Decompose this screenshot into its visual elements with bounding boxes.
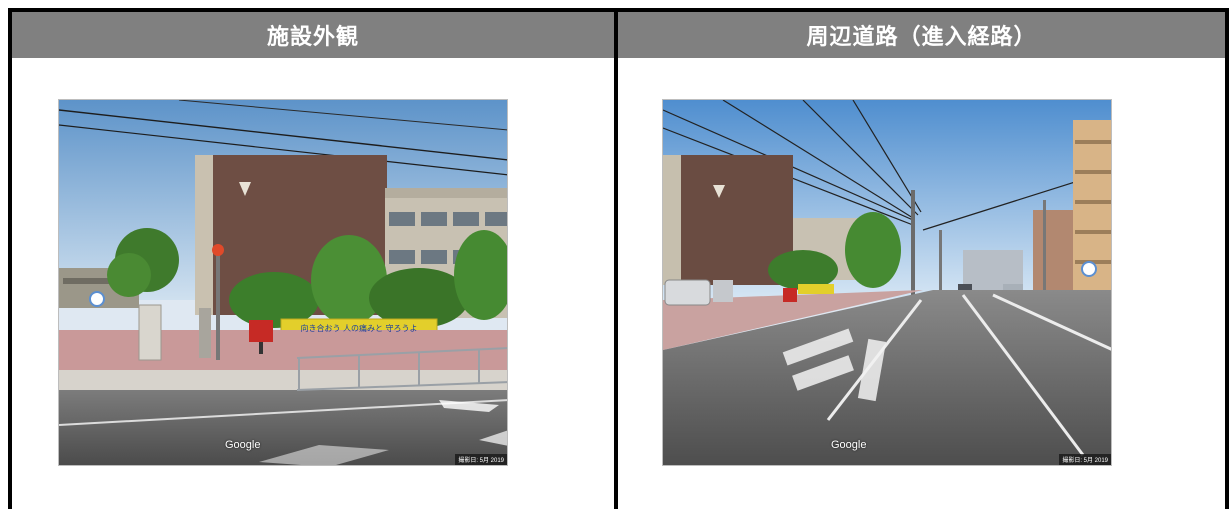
- approach-route-column: 周辺道路（進入経路）: [618, 12, 1225, 509]
- facility-exterior-column: 施設外観: [12, 12, 618, 509]
- google-watermark: Google: [831, 439, 867, 451]
- approach-route-header: 周辺道路（進入経路）: [618, 12, 1225, 58]
- google-watermark: Google: [225, 439, 261, 451]
- road-image: [663, 100, 1111, 465]
- capture-date-strip: 撮影日: 5月 2019: [1059, 454, 1111, 465]
- capture-date-strip: 撮影日: 5月 2019: [455, 454, 507, 465]
- school-building-image: [59, 100, 507, 465]
- facility-exterior-header: 施設外観: [12, 12, 614, 58]
- school-banner-text: 向き合おう 人の痛みと 守ろうよ: [300, 324, 418, 333]
- facility-table: 施設外観: [8, 8, 1229, 509]
- approach-route-photo: Google 撮影日: 5月 2019: [662, 99, 1112, 466]
- facility-exterior-photo: 向き合おう 人の痛みと 守ろうよ Google 撮影日: 5月 2019: [58, 99, 508, 466]
